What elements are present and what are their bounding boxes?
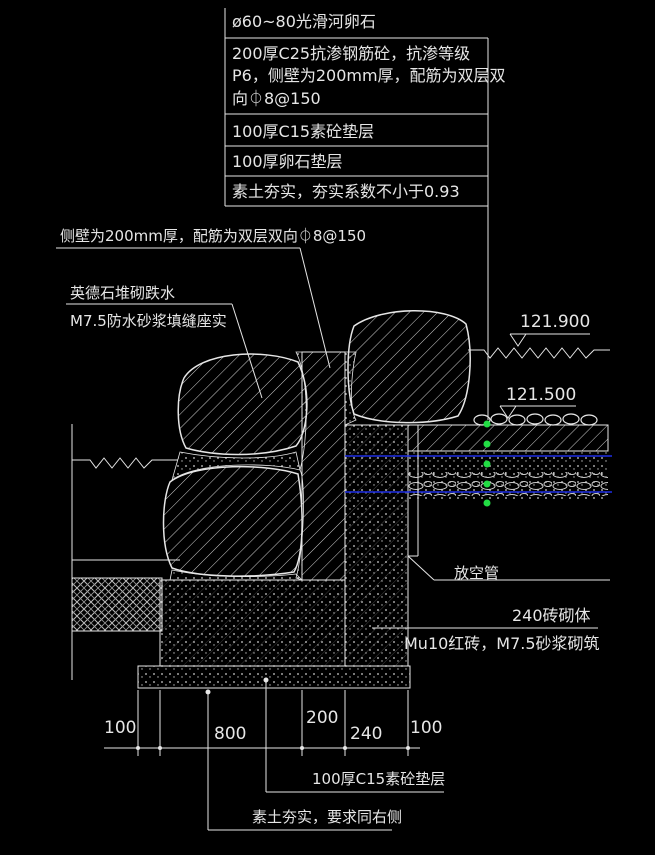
elevation-markers	[499, 333, 590, 419]
side-wall-leader	[56, 247, 331, 369]
dim-200: 200	[306, 708, 339, 728]
pipe-label: 放空管	[454, 564, 500, 582]
callout-layer-5: 100厚C15素砼垫层	[232, 122, 375, 141]
callout-layer-7: 素土夯实，夯实系数不小于0.93	[232, 182, 460, 201]
dimension-line	[104, 690, 420, 756]
dim-800: 800	[214, 724, 247, 744]
callout-layer-1: ø60~80光滑河卵石	[232, 12, 376, 31]
callout-layer-3: P6，侧壁为200mm厚，配筋为双层双	[232, 66, 506, 85]
brick-line-1: 240砖砌体	[512, 606, 591, 625]
pipe-lines	[345, 455, 612, 493]
dim-240: 240	[350, 724, 383, 744]
dim-100-right: 100	[410, 718, 443, 738]
callout-layer-4: 向⏀8@150	[232, 89, 321, 108]
mortar	[169, 351, 357, 581]
waterfall-line-2: M7.5防水砂浆填缝座实	[70, 312, 227, 330]
green-markers	[483, 420, 491, 507]
pebble-row	[473, 413, 598, 426]
water-lines	[71, 347, 610, 680]
callout-layer-2: 200厚C25抗渗钢筋砼，抗渗等级	[232, 44, 471, 63]
dim-100-left: 100	[104, 718, 137, 738]
bottom-leaders	[205, 677, 444, 831]
footing-slab	[137, 665, 411, 689]
note-cushion: 100厚C15素砼垫层	[312, 770, 446, 788]
elevation-upper: 121.900	[520, 312, 591, 332]
callout-box	[224, 8, 489, 420]
concrete-wall	[301, 351, 346, 581]
stones	[162, 310, 471, 577]
waterfall-line-1: 英德石堆砌跌水	[70, 284, 176, 302]
elevation-lower: 121.500	[506, 385, 577, 405]
concrete-layer-right	[407, 424, 609, 452]
left-soil	[71, 577, 163, 632]
note-soil: 素土夯实，要求同右侧	[252, 808, 403, 826]
brick-line-2: Mu10红砖，M7.5砂浆砌筑	[404, 634, 600, 653]
drain-pipe	[407, 425, 610, 581]
callout-layer-6: 100厚卵石垫层	[232, 152, 343, 171]
side-wall-note: 侧壁为200mm厚，配筋为双层双向⏀8@150	[60, 227, 367, 245]
